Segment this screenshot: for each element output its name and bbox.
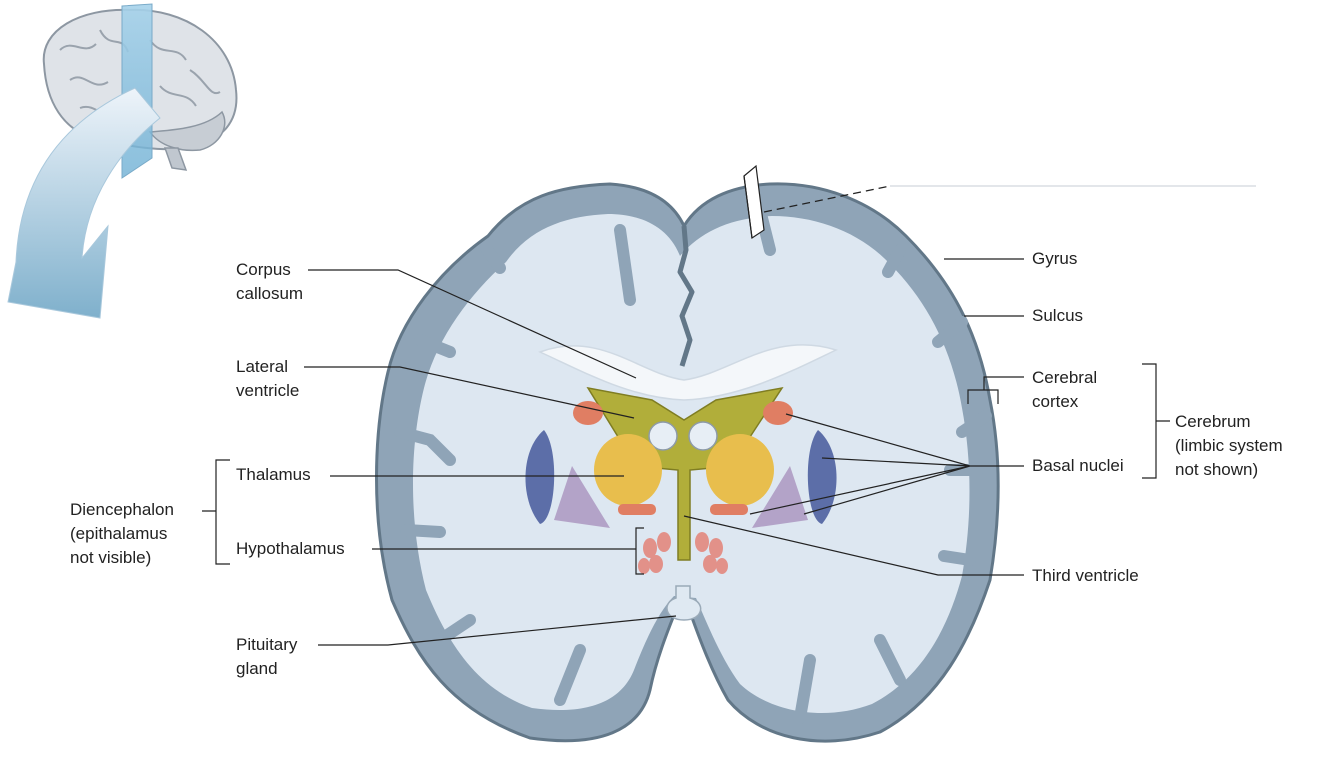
label-third-ventricle: Third ventricle <box>1032 564 1139 588</box>
label-gyrus: Gyrus <box>1032 247 1077 271</box>
curved-arrow-icon <box>8 88 160 318</box>
label-cerebral-cortex: Cerebral cortex <box>1032 366 1097 414</box>
label-basal-nuclei: Basal nuclei <box>1032 454 1124 478</box>
thalamus-right-shape <box>706 434 774 506</box>
label-corpus-callosum: Corpus callosum <box>236 258 303 306</box>
basal-nuclei-orange-right <box>763 401 793 425</box>
bracket-cerebrum <box>1142 364 1170 478</box>
basal-nuclei-orange-left <box>573 401 603 425</box>
label-cerebrum: Cerebrum (limbic system not shown) <box>1175 410 1283 482</box>
label-hypothalamus: Hypothalamus <box>236 537 345 561</box>
thalamus-left-shape <box>594 434 662 506</box>
label-thalamus: Thalamus <box>236 463 311 487</box>
label-lateral-ventricle: Lateral ventricle <box>236 355 299 403</box>
bracket-diencephalon <box>202 460 230 564</box>
label-diencephalon: Diencephalon (epithalamus not visible) <box>70 498 174 570</box>
label-pituitary-gland: Pituitary gland <box>236 633 297 681</box>
label-sulcus: Sulcus <box>1032 304 1083 328</box>
